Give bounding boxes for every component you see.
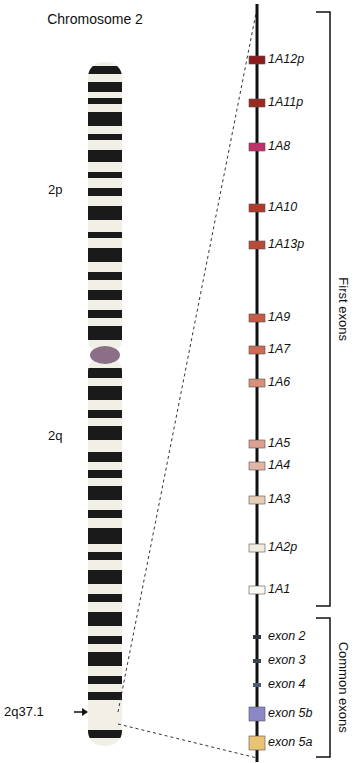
chromosome-band: [88, 636, 122, 644]
chromosome-band: [88, 150, 122, 162]
exon-mark: [249, 143, 265, 151]
exon-label: 1A9: [268, 311, 290, 325]
chromosome-band: [88, 612, 122, 626]
chromosome-band: [88, 248, 122, 262]
chromosome-band: [88, 452, 122, 462]
chromosome-band: [88, 66, 122, 74]
band-pointer-head: [82, 708, 88, 716]
chromosome-band: [88, 652, 122, 666]
exon-label: exon 2: [268, 630, 306, 644]
chromosome-band: [88, 570, 122, 584]
bracket-label: First exons: [336, 277, 350, 341]
band-label: 2q: [48, 429, 62, 443]
exon-label: 1A6: [268, 376, 290, 390]
exon-mark: [249, 56, 265, 64]
exon-mark: [253, 683, 261, 687]
chromosome-band: [88, 528, 122, 544]
chromosome-ground: [88, 62, 122, 746]
bracket-label: Common exons: [336, 641, 350, 732]
chromosome-band: [88, 552, 122, 560]
chromosome-band: [88, 232, 122, 238]
exon-label: 1A7: [268, 343, 290, 357]
exon-mark: [249, 544, 265, 552]
chromosome-band: [88, 692, 122, 700]
chromosome-band: [88, 290, 122, 300]
chromosome-band: [88, 326, 122, 340]
chromosome-band: [88, 510, 122, 518]
zoom-line: [118, 724, 257, 758]
exon-label: exon 5b: [268, 707, 312, 721]
chromosome-title: Chromosome 2: [47, 12, 143, 27]
exon-mark: [249, 379, 265, 387]
common-exons-bracket: [316, 618, 330, 757]
exon-mark: [249, 496, 265, 504]
chromosome-band: [88, 172, 122, 178]
chromosome-body: [88, 62, 122, 746]
exon-mark: [249, 241, 265, 249]
chromosome-band: [88, 272, 122, 280]
exon-label: 1A1: [268, 583, 290, 597]
exon-mark: [249, 440, 265, 448]
exon-mark: [249, 314, 265, 322]
exon-label: 1A11p: [268, 96, 303, 110]
chromosome-band: [88, 594, 122, 602]
chromosome-band: [88, 82, 122, 92]
chromosome-band: [88, 310, 122, 318]
exon-mark: [253, 635, 261, 639]
centromere: [90, 346, 120, 364]
chromosome-band: [88, 206, 122, 220]
exon-mark: [249, 99, 265, 107]
exon-label: exon 4: [268, 678, 306, 692]
exon-mark: [249, 204, 265, 212]
exon-label: 1A8: [268, 140, 290, 154]
chromosome-band: [88, 426, 122, 440]
exon-label: exon 5a: [268, 736, 312, 750]
chromosome-band: [88, 676, 122, 684]
exon-mark: [249, 462, 265, 470]
exon-label: 1A12p: [268, 53, 304, 67]
chromosome-band: [88, 730, 122, 738]
chromosome-band: [88, 368, 122, 378]
exon-mark: [249, 707, 265, 721]
zoom-line: [118, 8, 257, 712]
band-label: 2p: [48, 183, 62, 197]
exon-mark: [249, 346, 265, 354]
band-label: 2q37.1: [4, 705, 44, 719]
chromosome-band: [88, 134, 122, 140]
exon-label: 1A4: [268, 459, 290, 473]
exon-label: 1A3: [268, 493, 290, 507]
exon-label: 1A10: [268, 201, 297, 215]
exon-mark: [249, 586, 265, 594]
chromosome-band: [88, 486, 122, 500]
exon-label: 1A13p: [268, 238, 304, 252]
exon-label: exon 3: [268, 654, 306, 668]
chromosome-band: [88, 98, 122, 104]
exon-mark: [249, 736, 265, 750]
exon-mark: [253, 659, 261, 663]
first-exons-bracket: [316, 12, 330, 606]
chromosome-band: [88, 410, 122, 418]
exon-label: 1A2p: [268, 541, 297, 555]
exon-label: 1A5: [268, 437, 290, 451]
chromosome-band: [88, 386, 122, 400]
chromosome-band: [88, 470, 122, 478]
chromosome-band: [88, 112, 122, 126]
chromosome-band: [88, 188, 122, 196]
